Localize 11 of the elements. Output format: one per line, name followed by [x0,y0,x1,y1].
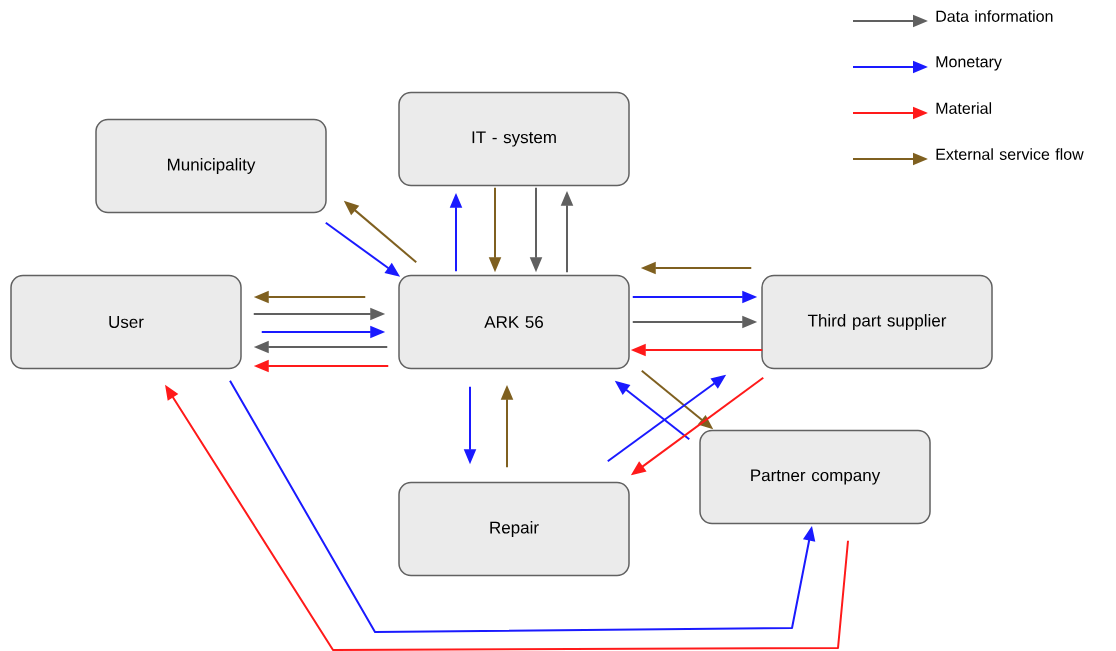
process-box: Repair [398,481,630,577]
process-box: IT - system [398,91,630,187]
process-box: Municipality [95,118,327,214]
legend-label: Material [936,102,992,114]
legend-label: External service flow [936,148,1084,160]
process-box: Third part supplier [761,274,993,370]
legend-label: Monetary [936,56,1002,71]
legend-label: Data information [936,10,1053,22]
process-box: User [10,274,242,370]
process-box: Partner company [699,429,931,525]
process-box: ARK 56 [398,274,630,370]
